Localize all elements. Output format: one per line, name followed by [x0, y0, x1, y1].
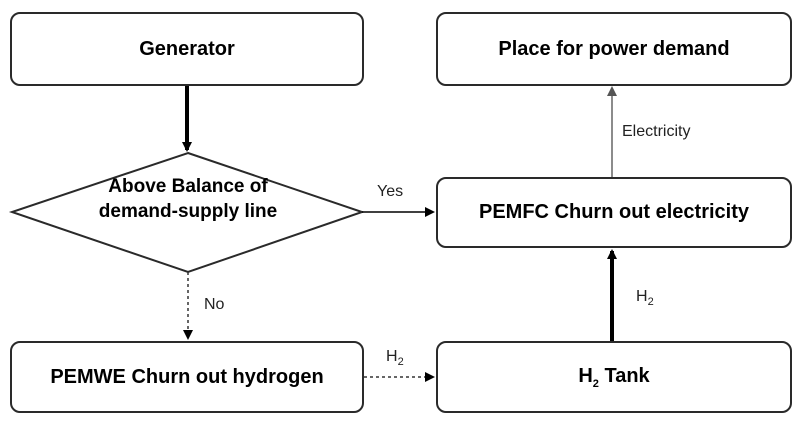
- place-for-power-demand-box: Place for power demand: [436, 12, 792, 86]
- pemwe-label: PEMWE Churn out hydrogen: [50, 365, 324, 388]
- h2-label-pemwe-to-tank: H2: [386, 348, 404, 369]
- decision-label: Above Balance of demand-supply line: [98, 176, 278, 222]
- generator-box: Generator: [10, 12, 364, 86]
- pemwe-box: PEMWE Churn out hydrogen: [10, 341, 364, 413]
- generator-label: Generator: [139, 37, 235, 60]
- no-label: No: [204, 296, 225, 313]
- electricity-label: Electricity: [622, 123, 691, 140]
- yes-label: Yes: [377, 183, 404, 200]
- h2-label-tank-to-pemfc: H2: [636, 288, 654, 309]
- place-label: Place for power demand: [498, 37, 730, 60]
- tank-label: H2 Tank: [578, 364, 650, 390]
- pemfc-box: PEMFC Churn out electricity: [436, 177, 792, 248]
- pemfc-label: PEMFC Churn out electricity: [478, 201, 750, 223]
- h2-tank-box: H2 Tank: [436, 341, 792, 413]
